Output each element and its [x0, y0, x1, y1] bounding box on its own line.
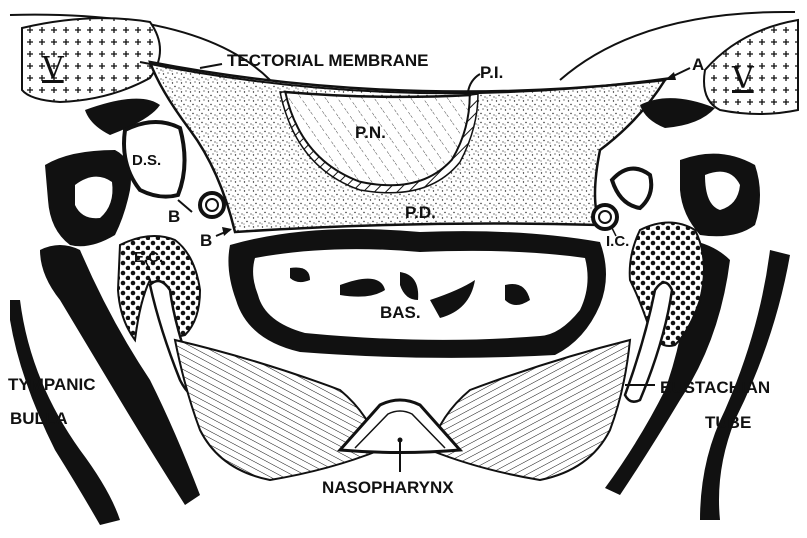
basisphenoid-marrow [253, 249, 588, 340]
label-bulla: BULLA [10, 409, 68, 428]
label-b-lower: B [200, 231, 212, 250]
label-nasopharynx: NASOPHARYNX [322, 478, 454, 497]
internal-carotid-right-inner [599, 211, 611, 223]
numeral-left: V [41, 51, 65, 86]
label-tectorial-membrane: TECTORIAL MEMBRANE [227, 51, 429, 70]
right-upper-bone [640, 98, 715, 128]
internal-carotid-left-inner [206, 199, 218, 211]
label-ec: E.C. [134, 249, 163, 266]
label-pd: P.D. [405, 203, 436, 222]
label-ds: D.S. [132, 152, 161, 169]
b-lower-arrowhead [222, 227, 232, 236]
a-arrowhead [665, 72, 676, 80]
pi-pointer [468, 74, 480, 92]
numeral-right: V [731, 61, 755, 96]
label-eustachian: EUSTACHIAN [660, 378, 770, 397]
muscle-right [430, 340, 630, 480]
label-b-upper: B [168, 207, 180, 226]
label-a: A [692, 55, 704, 74]
label-ic: I.C. [606, 233, 629, 250]
label-pn: P.N. [355, 123, 386, 142]
label-bas: BAS. [380, 303, 421, 322]
muscle-left [175, 340, 380, 480]
label-tympanic: TYMPANIC [8, 375, 96, 394]
label-pi: P.I. [480, 63, 503, 82]
nasopharynx-pointer-dot [398, 438, 403, 443]
dorsal-sinus-right [612, 169, 651, 208]
tectorial-pointer [200, 64, 222, 68]
label-tube: TUBE [705, 413, 751, 432]
